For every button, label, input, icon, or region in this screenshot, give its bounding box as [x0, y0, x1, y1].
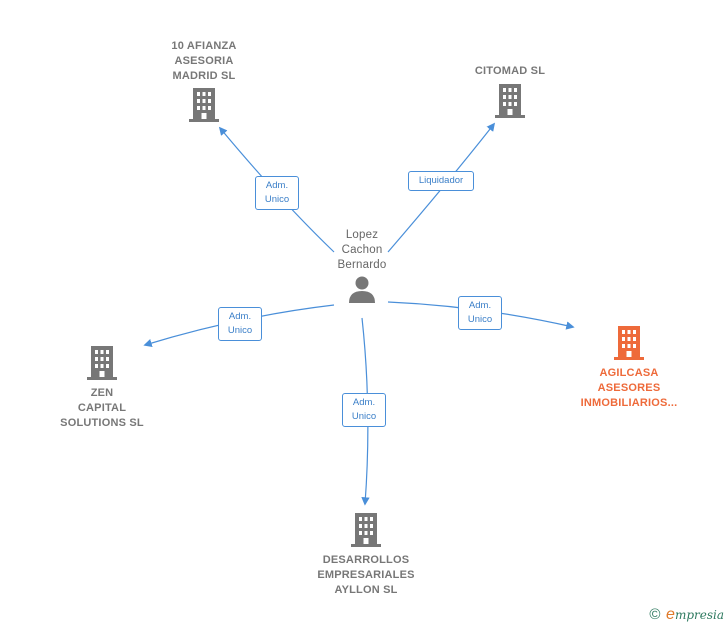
company-label: CITOMAD SL [474, 65, 546, 77]
relation-label-citomad[interactable]: Liquidador [408, 171, 474, 191]
company-label: 10 AFIANZA ASESORIA MADRID SL [171, 40, 237, 82]
relation-label-agilcasa[interactable]: Adm. Unico [458, 296, 502, 330]
company-label: AGILCASA ASESORES INMOBILIARIOS... [580, 367, 678, 409]
relation-label-desarrollos[interactable]: Adm. Unico [342, 393, 386, 427]
building-icon [614, 326, 644, 360]
relation-label-zen[interactable]: Adm. Unico [218, 307, 262, 341]
brand-initial: e [666, 606, 675, 623]
relation-label-afianza[interactable]: Adm. Unico [255, 176, 299, 210]
company-node-agilcasa[interactable]: AGILCASA ASESORES INMOBILIARIOS... [564, 326, 694, 411]
person-node[interactable]: Lopez Cachon Bernardo [320, 228, 404, 303]
brand-name: mpresia [674, 608, 724, 622]
person-name: Lopez Cachon Bernardo [337, 229, 387, 271]
person-icon [349, 276, 375, 303]
company-node-zen[interactable]: ZEN CAPITAL SOLUTIONS SL [50, 346, 154, 431]
copyright-symbol: © [649, 606, 661, 623]
empresia-logo: © empresia [649, 606, 724, 624]
building-icon [189, 88, 219, 122]
building-icon [495, 84, 525, 118]
company-label: ZEN CAPITAL SOLUTIONS SL [60, 387, 144, 429]
building-icon [87, 346, 117, 380]
company-node-afianza[interactable]: 10 AFIANZA ASESORIA MADRID SL [150, 39, 258, 122]
company-label: DESARROLLOS EMPRESARIALES AYLLON SL [317, 554, 415, 596]
building-icon [351, 513, 381, 547]
company-node-desarrollos[interactable]: DESARROLLOS EMPRESARIALES AYLLON SL [305, 513, 427, 598]
company-node-citomad[interactable]: CITOMAD SL [460, 64, 560, 118]
